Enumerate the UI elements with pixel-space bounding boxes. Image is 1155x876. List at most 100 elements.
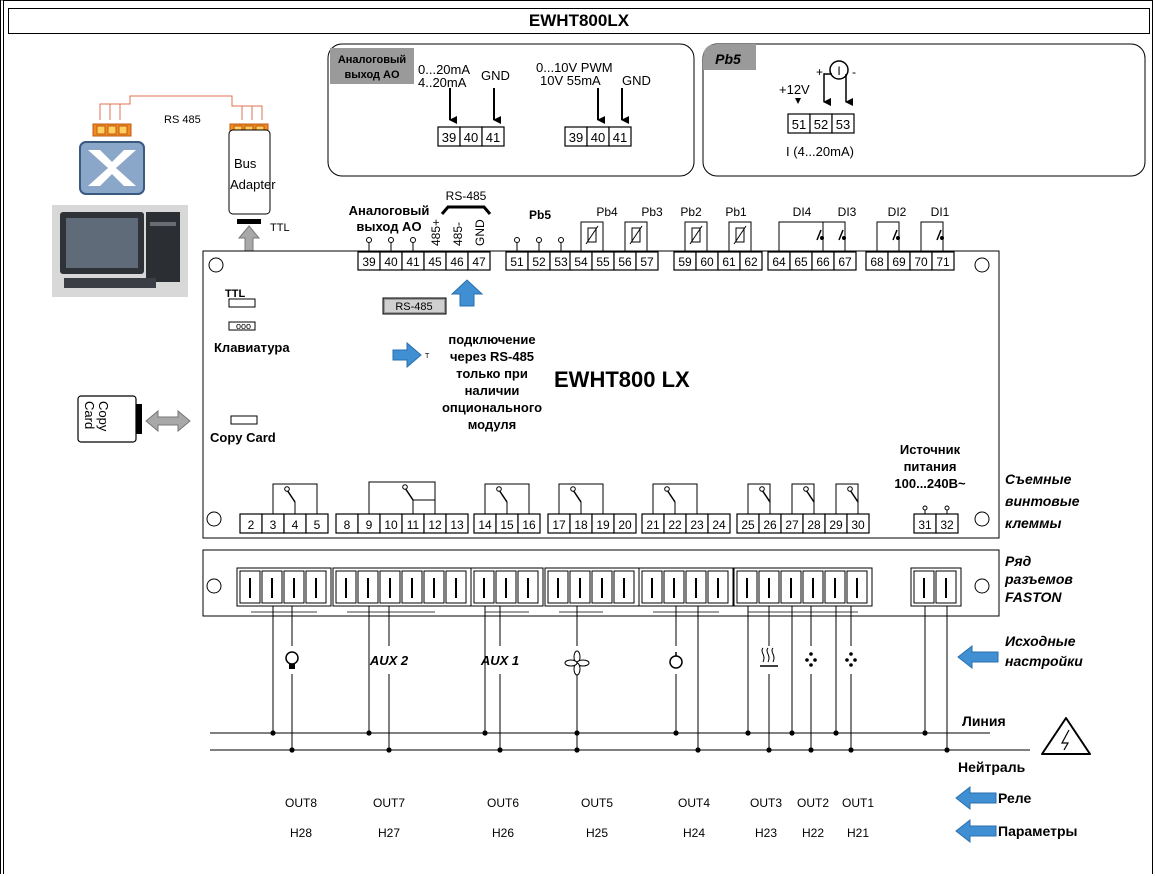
ao-terminal: 41: [481, 126, 505, 147]
ao-g1-range2: 4..20mA: [418, 75, 467, 90]
adapter-ttl-label: TTL: [270, 222, 290, 234]
left-devices: RS 485 Bus Adapter TTL Copy Card: [52, 95, 290, 443]
terminal-number: 9: [366, 518, 373, 532]
top-terminal: 39: [357, 251, 381, 271]
output-relay-label: OUT4: [678, 796, 710, 810]
bottom-terminal: 11: [401, 513, 425, 534]
bottom-terminal: 27: [780, 513, 804, 534]
blue-left-arrow-icon: [957, 644, 999, 670]
terminal-number: 8: [344, 518, 351, 532]
ao-top-line2: выход AO: [356, 219, 421, 234]
pb5-terminal: 53: [831, 113, 855, 134]
fan-icon: [563, 646, 591, 676]
output-relay-label: OUT8: [285, 796, 317, 810]
top-terminal: 59: [673, 251, 697, 271]
top-terminal: 55: [591, 251, 615, 271]
rs485-note-line: опционального: [442, 400, 542, 415]
digital-input-label: DI2: [888, 205, 907, 219]
bus-adapter-line1: Bus: [234, 156, 257, 171]
terminal-number: 16: [522, 518, 536, 532]
terminal-number: 18: [574, 518, 588, 532]
computer-icon: [52, 205, 188, 297]
terminal-number: 15: [500, 518, 514, 532]
ttl-port-label: TTL: [225, 288, 245, 300]
terminal-number: 10: [384, 518, 398, 532]
bottom-terminal: 8: [335, 513, 359, 534]
faston-row: [202, 549, 1000, 617]
terminal-number: 39: [442, 130, 456, 145]
top-terminal: 47: [467, 251, 491, 271]
default-settings-label: настройки: [1005, 653, 1083, 669]
terminal-number: 39: [569, 130, 583, 145]
top-terminal: 64: [767, 251, 791, 271]
terminal-number: 53: [836, 117, 850, 132]
current-source-icon: [829, 60, 849, 80]
bottom-terminal: 2: [239, 513, 263, 534]
output-parameter-label: H28: [290, 826, 312, 840]
terminal-number: 46: [450, 255, 464, 269]
bottom-terminal: 29: [824, 513, 848, 534]
terminal-number: 40: [384, 255, 398, 269]
bottom-terminal: 31: [913, 513, 937, 534]
ao-g2-range1: 0...10V PWM: [536, 60, 613, 75]
top-terminal: 46: [445, 251, 469, 271]
terminal-number: 13: [450, 518, 464, 532]
probe-label: Pb3: [641, 205, 663, 219]
terminal-number: 19: [596, 518, 610, 532]
bottom-terminal: 16: [517, 513, 541, 534]
bottom-terminal: 28: [802, 513, 826, 534]
terminal-number: 61: [722, 255, 736, 269]
terminal-number: 62: [744, 255, 758, 269]
rs485-pin-label: GND: [473, 219, 487, 246]
ewx-logo-icon: [79, 141, 145, 195]
terminal-number: 53: [554, 255, 568, 269]
output-parameter-label: H25: [586, 826, 608, 840]
pb5-terminal: 51: [787, 113, 811, 134]
terminal-number: 25: [741, 518, 755, 532]
terminal-number: 23: [690, 518, 704, 532]
ao-terminal: 39: [437, 126, 461, 147]
rs485-note-arrow-letter: T: [425, 353, 430, 360]
terminal-number: 26: [763, 518, 777, 532]
probe-label: Pb2: [680, 205, 702, 219]
bottom-terminal: 22: [663, 513, 687, 534]
ao-header-bg: [330, 48, 414, 84]
top-terminal: 53: [549, 251, 573, 271]
bottom-terminal: 32: [935, 513, 959, 534]
bottom-terminal: 17: [547, 513, 571, 534]
output-relay-label: OUT1: [842, 796, 874, 810]
terminal-number: 59: [678, 255, 692, 269]
faston-row-label: FASTON: [1005, 589, 1062, 605]
ao-terminal: 41: [608, 126, 632, 147]
bottom-terminal: 9: [357, 513, 381, 534]
rs485-note-line: только при: [456, 366, 528, 381]
copy-card-line1: Copy: [96, 401, 111, 432]
rs485-pin-labels: 485+485-GND: [429, 219, 487, 246]
pb5-box-header: Pb5: [715, 51, 741, 67]
keyboard-port-label: Клавиатура: [214, 340, 290, 355]
terminal-number: 67: [838, 255, 852, 269]
terminal-number: 30: [851, 518, 865, 532]
terminal-number: 29: [829, 518, 843, 532]
bottom-terminal: 26: [758, 513, 782, 534]
output-aux-label: AUX 1: [480, 653, 519, 668]
blue-left-arrow-icon: [955, 818, 997, 844]
top-terminal: 61: [717, 251, 741, 271]
ao-terminal: 39: [564, 126, 588, 147]
bottom-terminal: 21: [641, 513, 665, 534]
top-terminal: 52: [527, 251, 551, 271]
humidify-up-icon: [797, 646, 825, 674]
lightbulb-icon: [278, 646, 306, 674]
output-relay-label: OUT3: [750, 796, 782, 810]
digital-input-label: DI3: [838, 205, 857, 219]
rs485-link-label: RS 485: [164, 114, 201, 126]
terminal-number: 54: [574, 255, 588, 269]
rs485-pin-label: 485+: [429, 219, 443, 246]
digital-input-label: DI4: [793, 205, 812, 219]
terminal-number: 41: [486, 130, 500, 145]
